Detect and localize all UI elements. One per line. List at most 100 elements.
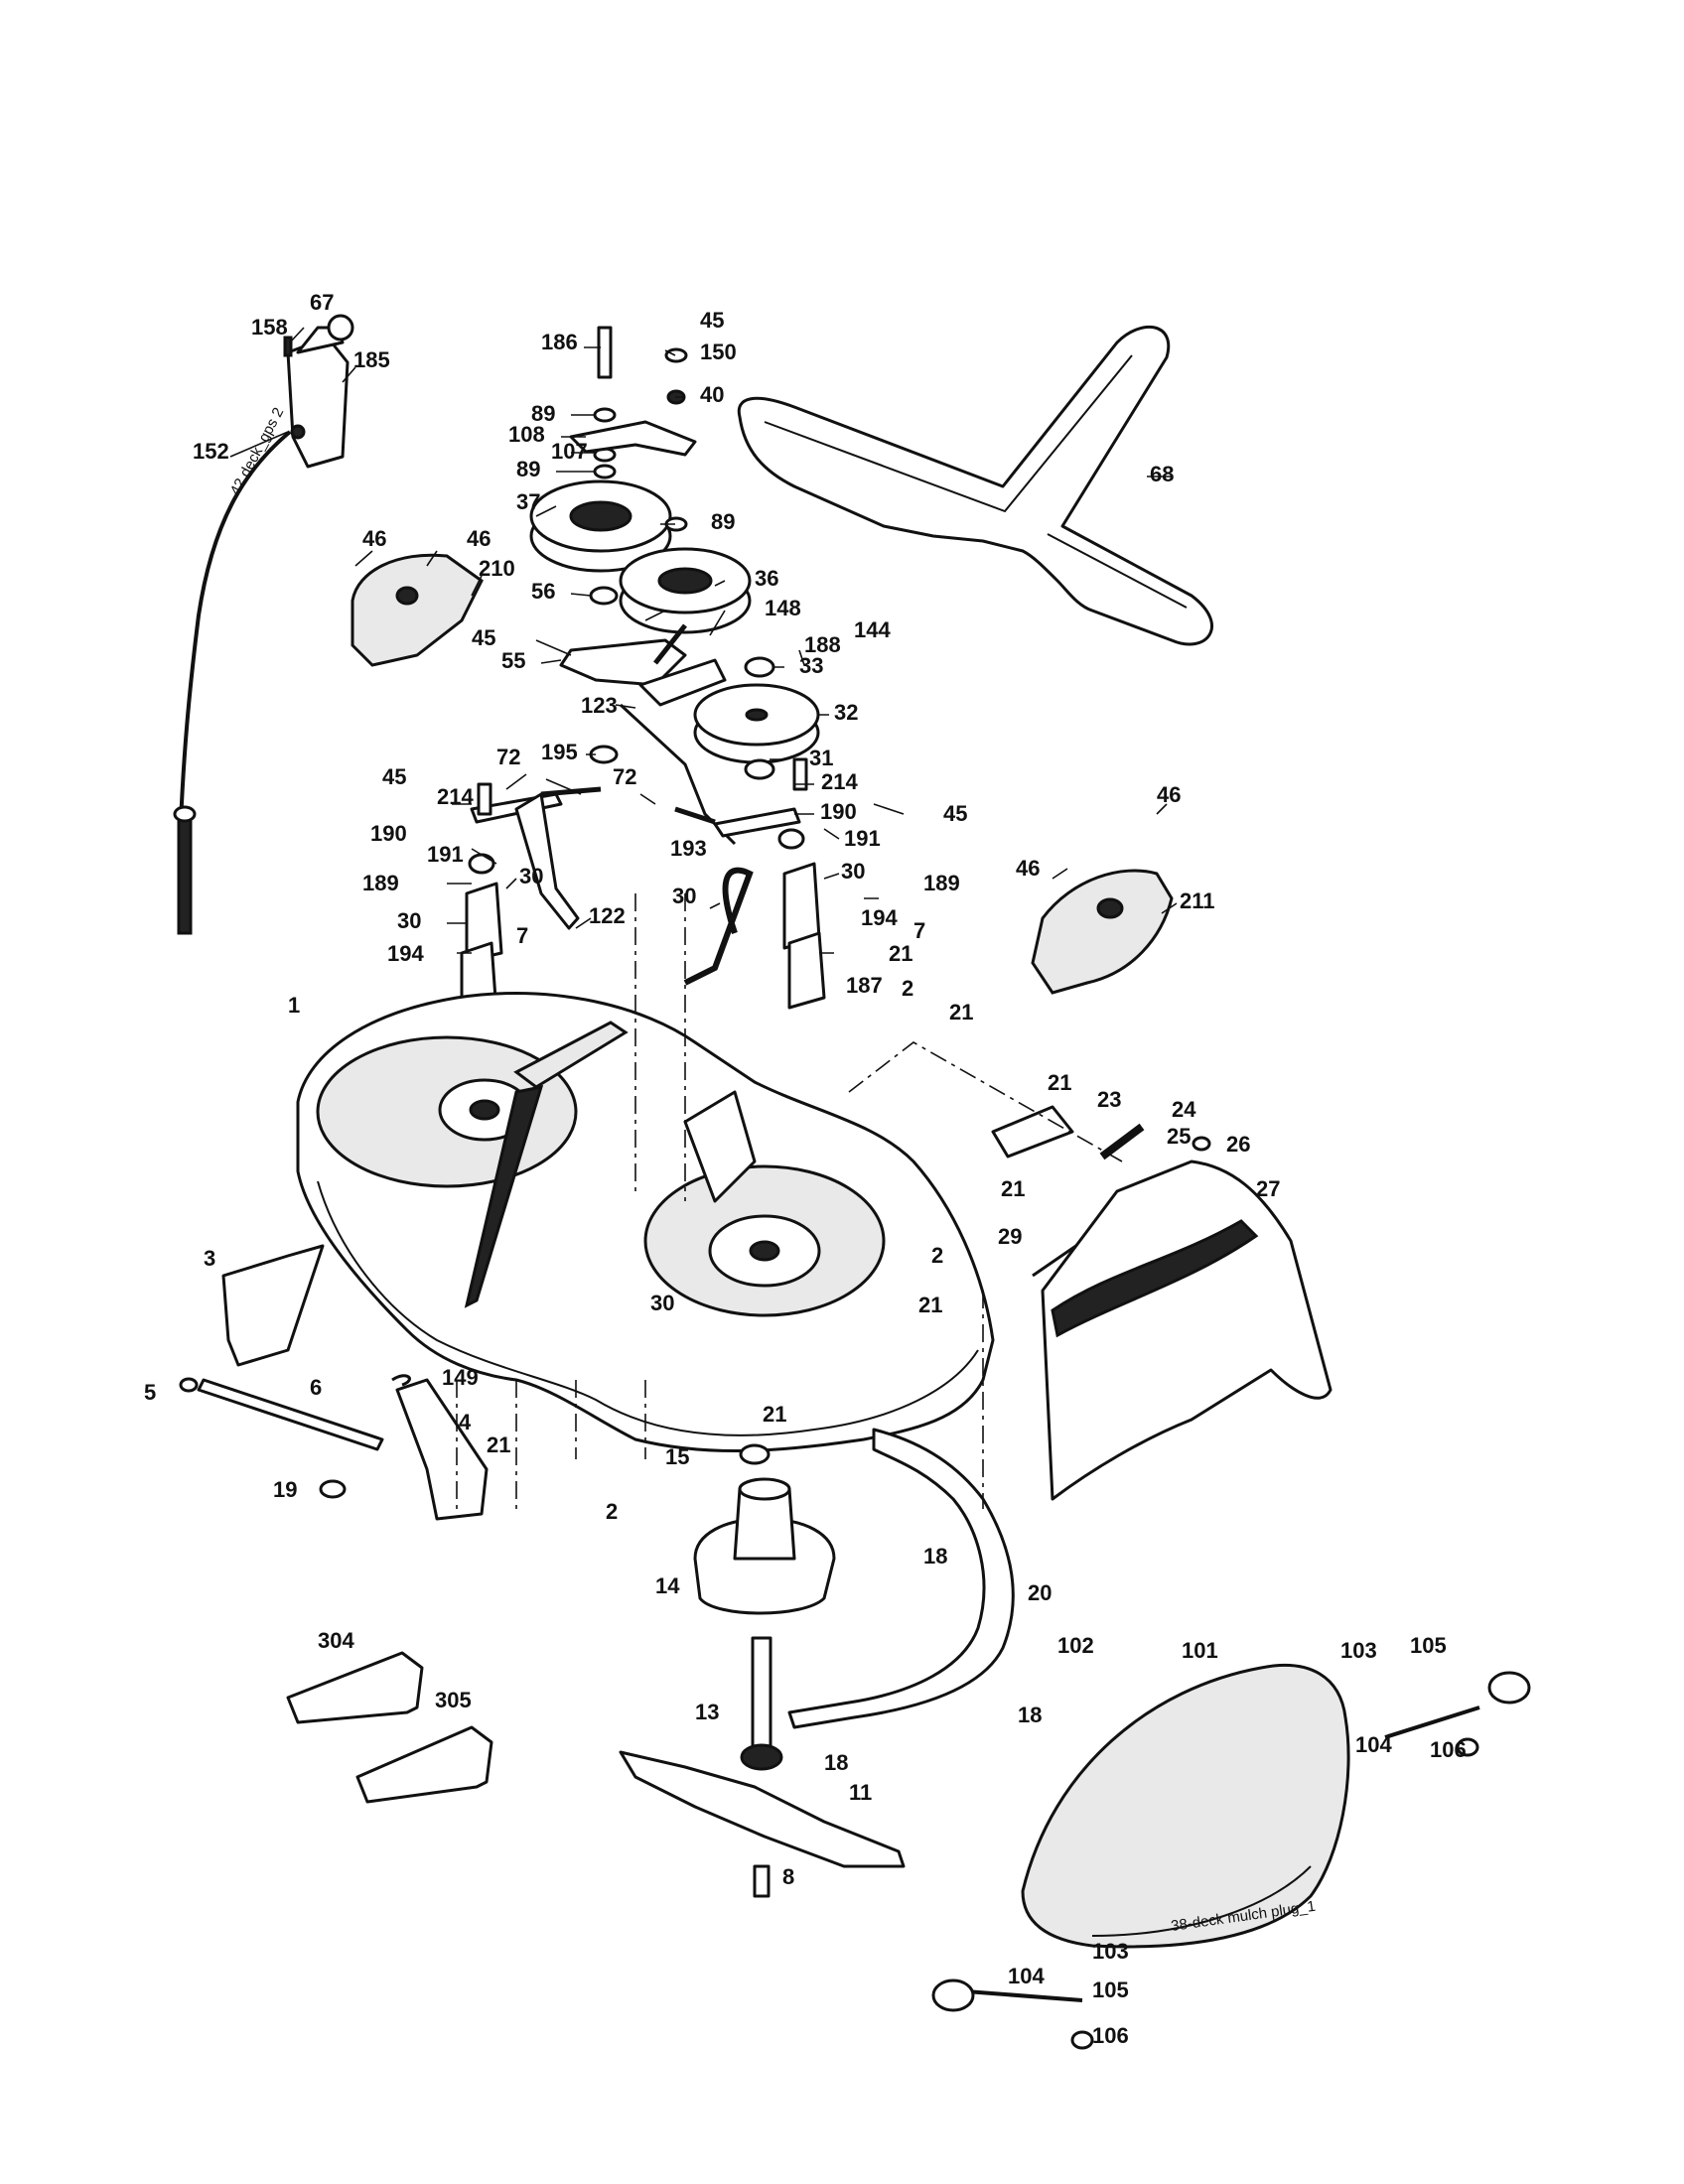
ball-knob-67 (327, 314, 354, 341)
bolt-19 (319, 1479, 347, 1499)
latch-spring-top (1487, 1671, 1531, 1705)
label-72a: 72 (496, 745, 520, 769)
idler-arm-108 (569, 420, 697, 457)
hanger-194-right (787, 931, 826, 1010)
label-72b: 72 (613, 764, 636, 789)
bracket-23 (991, 1105, 1074, 1159)
label-68: 68 (1150, 462, 1174, 486)
label-24: 24 (1172, 1097, 1196, 1122)
leader-lines (229, 327, 1178, 1509)
label-191b: 191 (844, 826, 881, 851)
label-11: 11 (849, 1780, 872, 1805)
label-27: 27 (1256, 1176, 1280, 1201)
label-18b: 18 (1018, 1703, 1042, 1727)
latch-105-top (1384, 1706, 1480, 1739)
label-101: 101 (1182, 1638, 1218, 1663)
label-37: 37 (516, 489, 540, 514)
label-30b: 30 (841, 859, 865, 884)
bolt-214-left (477, 782, 492, 816)
flat-pulley-32 (693, 683, 820, 764)
rod-193 (683, 867, 754, 986)
label-149: 149 (442, 1365, 479, 1390)
label-3: 3 (204, 1246, 215, 1271)
label-30e: 30 (650, 1291, 674, 1315)
label-190b: 190 (820, 799, 857, 824)
bracket-3 (221, 1244, 325, 1367)
bracket-190-right (713, 807, 801, 838)
label-55: 55 (501, 648, 525, 673)
label-89b: 89 (516, 457, 540, 481)
label-6: 6 (310, 1375, 322, 1400)
label-13: 13 (695, 1700, 719, 1724)
spacer-56 (589, 586, 619, 606)
label-193: 193 (670, 836, 707, 861)
washer-150 (664, 347, 688, 363)
label-30c: 30 (672, 884, 696, 908)
label-7b: 7 (913, 918, 925, 943)
label-2b: 2 (931, 1243, 943, 1268)
label-40: 40 (700, 382, 724, 407)
knob-106-bottom (1070, 2030, 1094, 2050)
spring-148 (653, 623, 687, 665)
label-211: 211 (1180, 888, 1215, 913)
label-2a: 2 (902, 976, 913, 1001)
washer-89-b (593, 464, 617, 479)
label-102: 102 (1057, 1633, 1094, 1658)
label-108: 108 (508, 422, 545, 447)
clip-26 (1192, 1136, 1211, 1152)
label-14: 14 (655, 1573, 680, 1598)
label-194b: 194 (861, 905, 898, 930)
idler-bracket-55 (559, 638, 687, 687)
idler-pulley-36 (619, 547, 752, 634)
label-123: 123 (581, 693, 618, 718)
label-148: 148 (765, 596, 801, 620)
spring-72-left (540, 786, 602, 797)
screw-158 (283, 336, 293, 357)
label-21g: 21 (763, 1402, 786, 1427)
bearing-31 (744, 758, 775, 780)
label-105b: 105 (1092, 1978, 1129, 2002)
label-30a: 30 (519, 864, 543, 888)
knob-106-top (1456, 1737, 1479, 1757)
label-30d: 30 (397, 908, 421, 933)
label-20: 20 (1028, 1580, 1052, 1605)
label-45c: 45 (382, 764, 406, 789)
label-107: 107 (551, 439, 588, 464)
label-152: 152 (193, 439, 229, 464)
bolt-8 (753, 1864, 771, 1898)
cable-bracket-185 (286, 326, 350, 469)
label-1: 1 (288, 993, 300, 1018)
part-labels: 67 158 185 152 46 46 210 186 45 150 40 8… (144, 290, 1467, 2048)
label-46c: 46 (1157, 782, 1181, 807)
label-46b: 46 (467, 526, 491, 551)
idler-bracket-144 (638, 658, 727, 707)
spring-25 (1099, 1123, 1145, 1160)
label-5: 5 (144, 1380, 156, 1405)
spring-72-right (674, 806, 716, 825)
drive-belt-68 (737, 326, 1213, 646)
nut-33 (744, 656, 775, 678)
label-36: 36 (755, 566, 778, 591)
label-32: 32 (834, 700, 858, 725)
mulch-plug-101 (1021, 1663, 1350, 1949)
label-46a: 46 (362, 526, 386, 551)
bushing-191-right (777, 828, 805, 850)
bracket-4 (395, 1378, 489, 1521)
label-150: 150 (700, 340, 737, 364)
spindle-housing-14 (693, 1477, 836, 1615)
latch-spring-bottom (931, 1979, 975, 2012)
mower-deck-1 (296, 992, 995, 1453)
label-33: 33 (799, 653, 823, 678)
label-89a: 89 (531, 401, 555, 426)
label-105a: 105 (1410, 1633, 1447, 1658)
label-21d: 21 (1001, 1176, 1025, 1201)
label-18c: 18 (824, 1750, 848, 1775)
label-19: 19 (273, 1477, 297, 1502)
pulley-cover-210 (351, 553, 484, 667)
label-31: 31 (809, 746, 833, 770)
label-26: 26 (1226, 1132, 1250, 1157)
label-21b: 21 (949, 1000, 973, 1024)
cable-marking: 42 deck_gps 2 (227, 405, 288, 498)
label-45d: 45 (943, 801, 967, 826)
